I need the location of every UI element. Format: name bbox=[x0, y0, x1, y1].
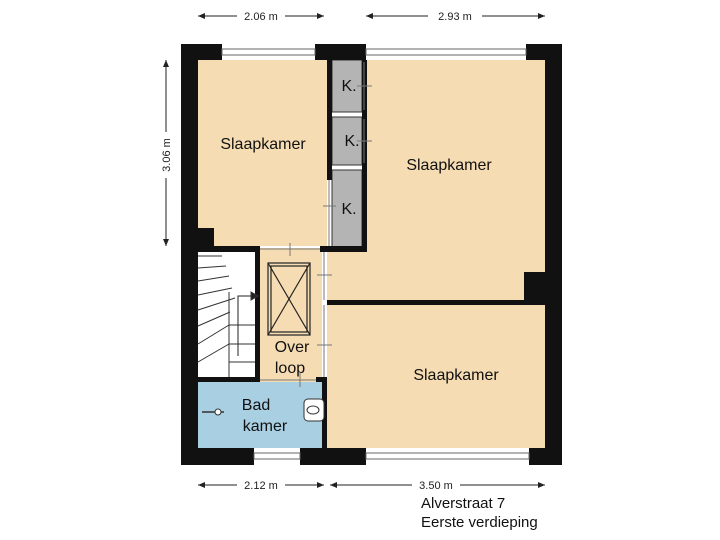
label-bathroom-line2: kamer bbox=[243, 418, 288, 435]
label-bathroom-line1: Bad bbox=[242, 397, 270, 414]
caption-floor: Eerste verdieping bbox=[421, 514, 538, 531]
label-bedroom-top-left: Slaapkamer bbox=[220, 136, 306, 153]
bathroom-fixtures bbox=[202, 398, 325, 422]
dim-bottom-right: 3.50 m bbox=[419, 480, 453, 492]
dim-top-right: 2.93 m bbox=[438, 11, 472, 23]
stairs bbox=[197, 255, 260, 377]
label-closet-2: K. bbox=[344, 133, 359, 150]
label-closet-1: K. bbox=[341, 78, 356, 95]
toilet bbox=[303, 398, 325, 422]
label-bedroom-bottom-right: Slaapkamer bbox=[413, 367, 499, 384]
dim-bottom-left: 2.12 m bbox=[244, 480, 278, 492]
windows bbox=[221, 48, 530, 460]
bedroom-bottom-right-floor bbox=[327, 305, 545, 448]
shower-head bbox=[214, 408, 222, 416]
landing-floor bbox=[260, 248, 322, 382]
attic-hatch bbox=[267, 262, 311, 336]
label-closet-3: K. bbox=[341, 201, 356, 218]
dim-left-vertical: 3.06 m bbox=[161, 138, 173, 172]
doors bbox=[260, 62, 372, 387]
label-landing-line1: Over bbox=[275, 339, 310, 356]
label-landing-line2: loop bbox=[275, 360, 305, 377]
caption-address: Alverstraat 7 bbox=[421, 495, 506, 512]
bedroom-top-right-floor-ext bbox=[327, 246, 367, 300]
label-bedroom-top-right: Slaapkamer bbox=[406, 157, 492, 174]
exterior-walls bbox=[181, 44, 562, 465]
dim-top-left: 2.06 m bbox=[244, 11, 278, 23]
bedroom-top-left-floor bbox=[198, 60, 327, 246]
bedroom-top-right-floor bbox=[364, 60, 545, 300]
